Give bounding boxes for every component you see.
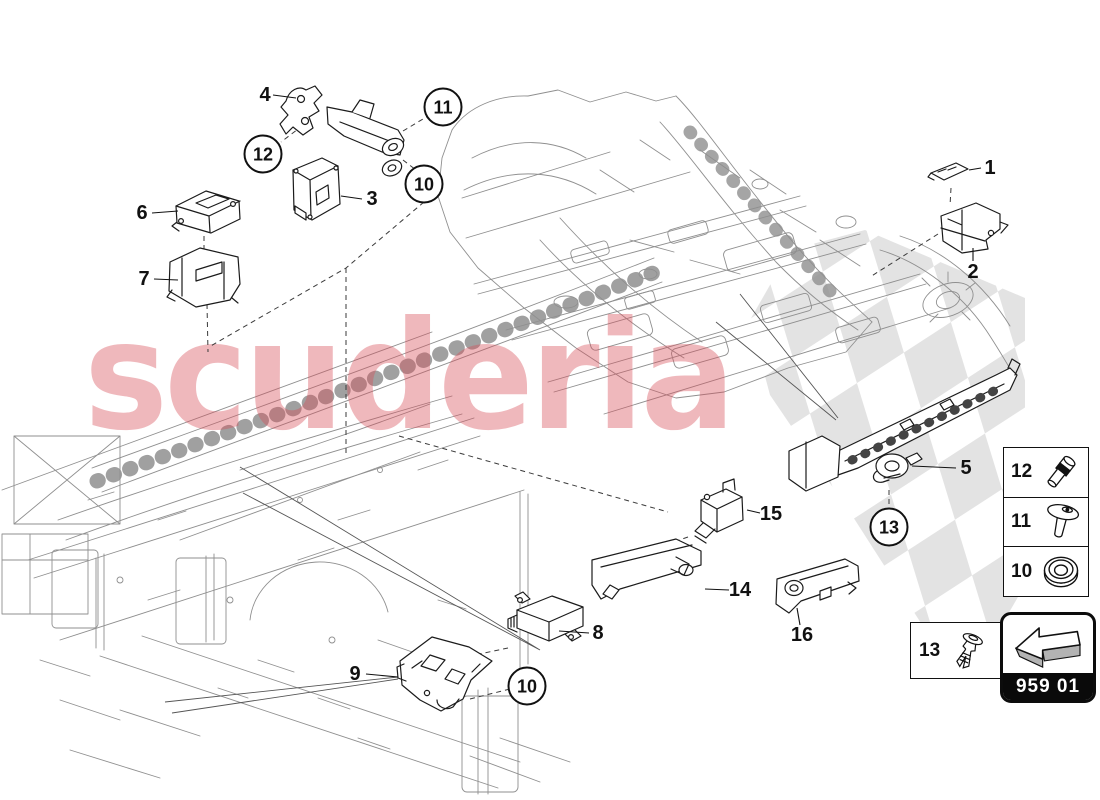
part-8-drawing (507, 591, 584, 642)
callout-3: 3 (366, 188, 378, 210)
callout-13: 13 (869, 507, 909, 547)
watermark-text: scuderia (84, 290, 732, 464)
part-6-drawing (171, 190, 241, 234)
legend-row-bolt: 12 (1004, 448, 1088, 498)
bolt-icon (1039, 450, 1083, 494)
callout-16: 16 (790, 624, 814, 646)
callout-5: 5 (960, 457, 972, 479)
fastener-legend: 12 11 10 (1003, 447, 1089, 597)
page-code-box[interactable]: 959 01 (1000, 612, 1096, 703)
callout-2: 2 (967, 261, 979, 283)
leader-lines (151, 94, 982, 678)
part-14-drawing (591, 538, 702, 600)
clip-legend: 13 (910, 622, 1004, 679)
rivet-clip-icon (947, 629, 989, 673)
callout-14: 14 (728, 579, 752, 601)
legend-label: 12 (1011, 461, 1033, 483)
part-drawings (166, 85, 1021, 712)
callout-10: 10 (507, 666, 547, 706)
part-3-bracket-drawing (326, 99, 405, 177)
part-9-drawing (396, 636, 493, 712)
callout-7: 7 (138, 268, 150, 290)
part-15-drawing (694, 478, 744, 544)
callout-1: 1 (984, 157, 996, 179)
pointer-lines (164, 293, 839, 714)
legend-label: 10 (1011, 560, 1033, 582)
callout-15: 15 (759, 503, 783, 525)
legend-label: 11 (1011, 511, 1032, 532)
part-16-drawing (775, 558, 860, 614)
part-5-drawing (872, 452, 923, 483)
legend-label: 13 (919, 639, 941, 661)
chassis-line-art (1, 89, 1013, 795)
mounting-rail-drawing (788, 358, 1021, 492)
arrow-icon (1003, 615, 1093, 673)
part-1-drawing (927, 162, 969, 181)
legend-row-washer-screw: 11 (1004, 498, 1088, 548)
callout-6: 6 (136, 202, 148, 224)
part-7-drawing (166, 247, 241, 308)
callout-9: 9 (349, 663, 361, 685)
callout-11: 11 (423, 87, 463, 127)
washer-screw-icon (1039, 500, 1083, 544)
callout-4: 4 (259, 84, 271, 106)
part-3-drawing (292, 157, 341, 221)
callout-8: 8 (592, 622, 604, 644)
flange-nut-icon (1039, 550, 1083, 594)
part-4-drawing (279, 85, 323, 136)
legend-row-flange-nut: 10 (1004, 547, 1088, 596)
part-2-drawing (940, 202, 1009, 254)
callout-12: 12 (243, 134, 283, 174)
page-code-label: 959 01 (1003, 673, 1093, 700)
callout-10: 10 (404, 164, 444, 204)
